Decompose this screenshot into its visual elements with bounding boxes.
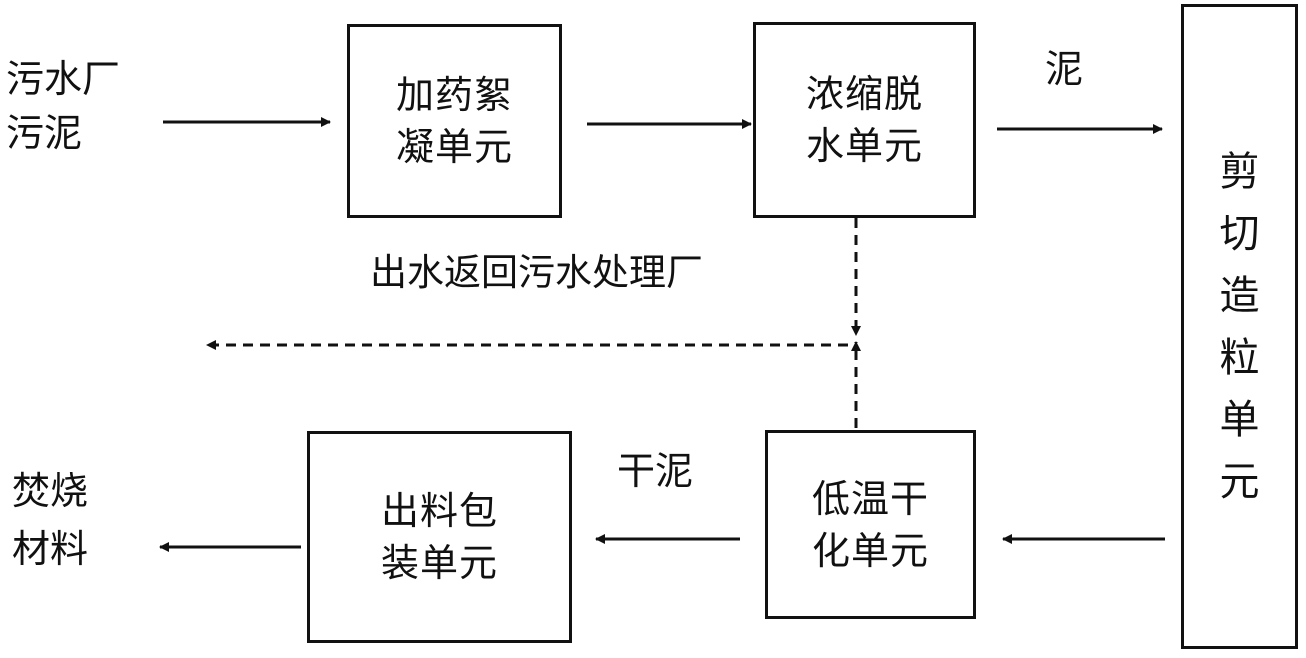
box-packaging: 出料包 装单元 xyxy=(307,431,572,643)
box-drying: 低温干 化单元 xyxy=(765,430,976,619)
output-incineration-label: 焚烧 材料 xyxy=(12,469,89,571)
input-plant-sludge-label: 污水厂 污泥 xyxy=(6,57,121,155)
box-granulation: 剪 切 造 粒 单 元 xyxy=(1181,4,1298,649)
box-flocculation-label: 加药絮 凝单元 xyxy=(395,73,513,169)
box-thickening-label: 浓缩脱 水单元 xyxy=(805,72,923,168)
box-flocculation: 加药絮 凝单元 xyxy=(347,24,562,218)
box-thickening: 浓缩脱 水单元 xyxy=(753,22,976,218)
box-packaging-label: 出料包 装单元 xyxy=(380,489,498,585)
label-water-return: 出水返回污水处理厂 xyxy=(370,251,703,294)
box-granulation-label: 剪 切 造 粒 单 元 xyxy=(1219,148,1260,505)
label-dry-sludge: 干泥 xyxy=(617,449,694,493)
label-sludge: 泥 xyxy=(1045,47,1084,91)
box-drying-label: 低温干 化单元 xyxy=(811,476,929,573)
